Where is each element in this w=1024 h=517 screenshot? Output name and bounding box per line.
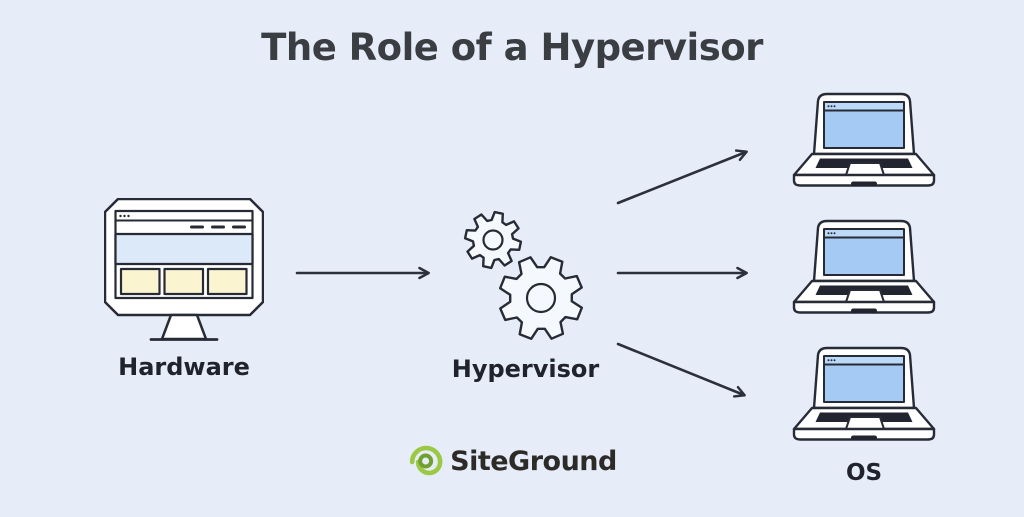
diagram-title: The Role of a Hypervisor [261, 26, 763, 69]
hypervisor-node [455, 200, 590, 345]
hardware-node [103, 197, 265, 348]
os-node-2 [787, 219, 941, 327]
siteground-logo: SiteGround [407, 439, 617, 483]
siteground-spiral-icon [409, 445, 443, 476]
hypervisor-label: Hypervisor [451, 355, 600, 383]
arrow-hypervisor-to-os-1 [616, 149, 748, 205]
gears-icon [463, 210, 583, 340]
small-gear-hole [482, 229, 504, 251]
laptop-icon [792, 219, 936, 315]
arrow-hypervisor-to-os-3 [616, 342, 746, 398]
os-label: OS [845, 460, 883, 486]
laptop-icon [792, 346, 936, 442]
hardware-label: Hardware [118, 353, 250, 381]
monitor-content-area [114, 232, 254, 266]
large-gear-hole [525, 282, 557, 314]
os-node-3 [787, 346, 941, 454]
monitor-icon [103, 197, 265, 341]
laptop-icon [792, 92, 936, 188]
monitor-stand [160, 313, 208, 341]
os-node-1 [787, 92, 941, 200]
monitor-panel-2 [163, 267, 205, 296]
monitor-panel-1 [119, 267, 161, 296]
siteground-logo-text: SiteGround [450, 445, 617, 477]
monitor-panel-3 [206, 267, 248, 296]
